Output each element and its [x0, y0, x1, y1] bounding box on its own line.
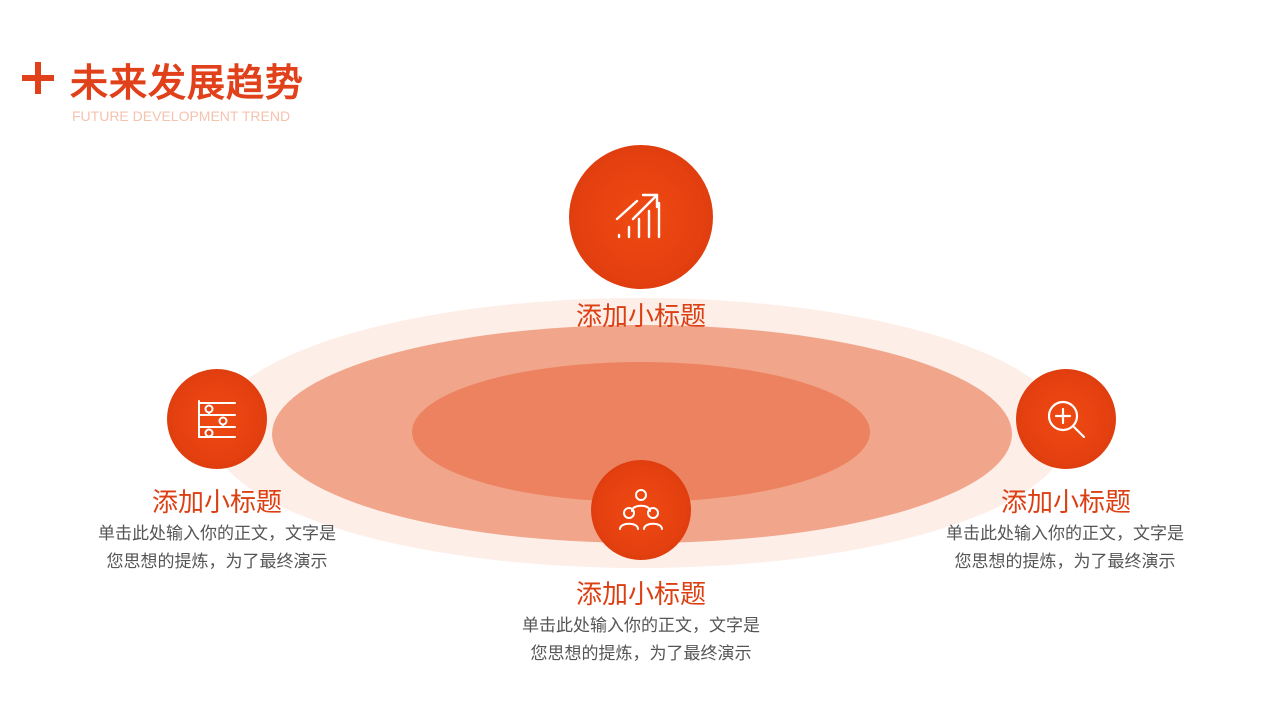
- top-node-circle: [569, 145, 713, 289]
- bottom-node-description: 单击此处输入你的正文，文字是 您思想的提炼，为了最终演示: [496, 612, 786, 668]
- right-node-description: 单击此处输入你的正文，文字是 您思想的提炼，为了最终演示: [920, 520, 1210, 576]
- sliders-icon: [198, 400, 236, 438]
- growth-chart-icon: [615, 193, 661, 239]
- left-node-description: 单击此处输入你的正文，文字是 您思想的提炼，为了最终演示: [72, 520, 362, 576]
- page-title: 未来发展趋势: [70, 61, 305, 105]
- top-node-title: 添加小标题: [575, 302, 706, 332]
- left-node-desc-line1: 单击此处输入你的正文，文字是: [98, 524, 336, 544]
- zoom-in-icon: [1047, 400, 1086, 439]
- left-node-circle: [167, 369, 267, 469]
- right-node-circle: [1016, 369, 1116, 469]
- page-subtitle: FUTURE DEVELOPMENT TREND: [72, 108, 291, 124]
- bottom-node-desc-line1: 单击此处输入你的正文，文字是: [522, 616, 760, 636]
- left-node-title: 添加小标题: [151, 488, 282, 518]
- bottom-node-desc-line2: 您思想的提炼，为了最终演示: [530, 644, 752, 664]
- bottom-node-title: 添加小标题: [575, 580, 706, 610]
- right-node-title: 添加小标题: [1000, 488, 1131, 518]
- right-node-desc-line1: 单击此处输入你的正文，文字是: [946, 524, 1184, 544]
- right-node-desc-line2: 您思想的提炼，为了最终演示: [954, 552, 1176, 572]
- left-node-desc-line2: 您思想的提炼，为了最终演示: [106, 552, 328, 572]
- team-icon: [619, 489, 663, 530]
- bottom-node-circle: [591, 460, 691, 560]
- plus-icon: [22, 62, 54, 94]
